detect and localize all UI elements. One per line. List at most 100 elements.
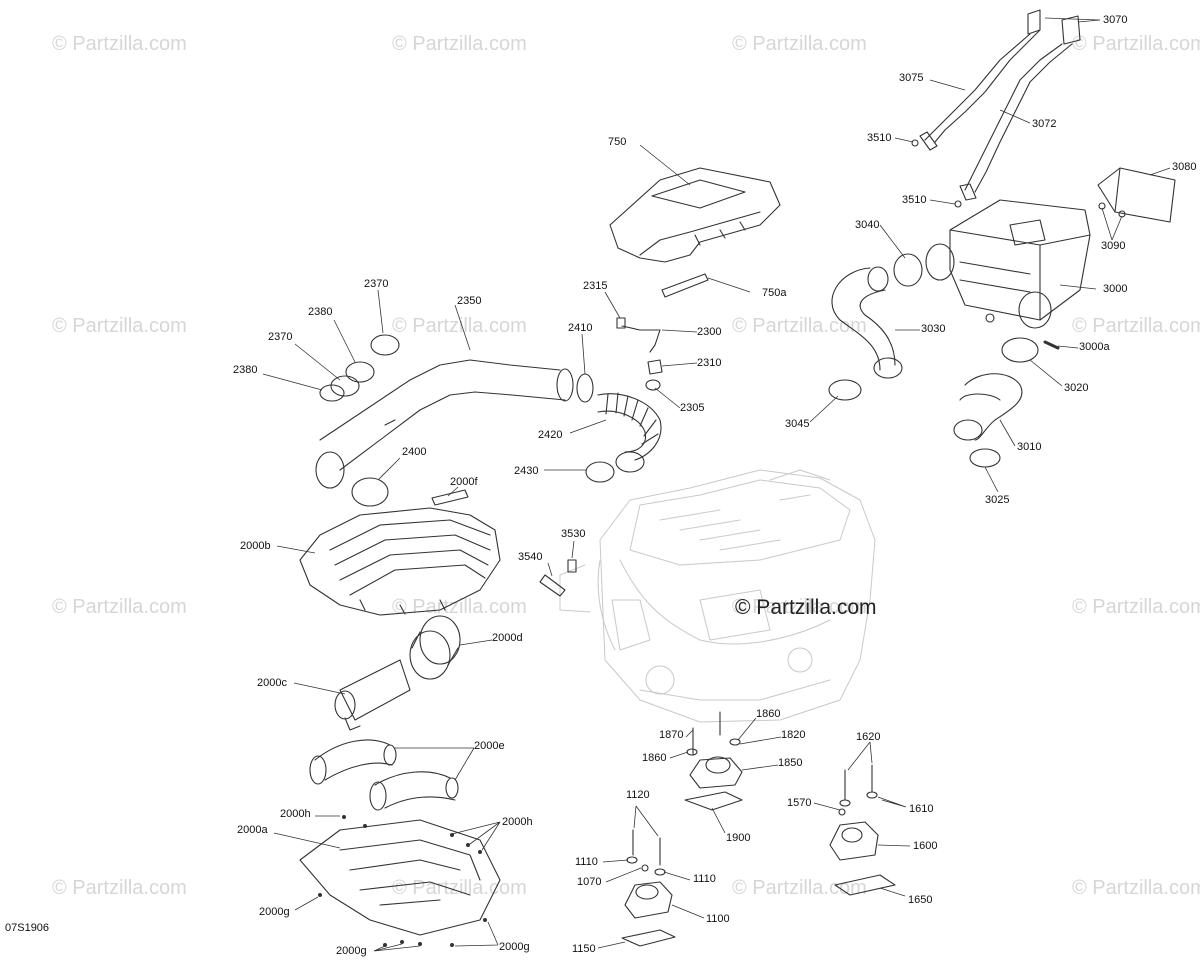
part-2380-ring-b: [319, 384, 345, 402]
part-label-2380[interactable]: 2380: [233, 364, 258, 376]
engine-block: [559, 469, 876, 723]
part-2000e-elbow-b: [369, 771, 459, 811]
part-label-1620[interactable]: 1620: [856, 731, 881, 743]
part-label-2000h[interactable]: 2000h: [502, 816, 533, 828]
part-label-1120[interactable]: 1120: [626, 789, 650, 801]
part-1600-mount: [829, 821, 879, 861]
part-label-2315[interactable]: 2315: [583, 280, 608, 292]
part-3020-clamp: [1001, 337, 1039, 363]
watermark-text: © Partzilla.com: [1072, 877, 1200, 899]
part-label-3030[interactable]: 3030: [921, 323, 946, 335]
part-label-1860[interactable]: 1860: [756, 708, 781, 720]
leader-lines: [262, 17, 1171, 952]
part-label-2410[interactable]: 2410: [568, 322, 593, 334]
part-label-3080[interactable]: 3080: [1172, 161, 1197, 173]
part-1100-mount: [624, 881, 673, 919]
part-3045-clamp: [828, 379, 862, 401]
part-label-2380[interactable]: 2380: [308, 306, 333, 318]
part-label-2000a[interactable]: 2000a: [237, 824, 268, 836]
part-label-2000g[interactable]: 2000g: [336, 945, 367, 957]
part-label-2000c[interactable]: 2000c: [257, 677, 287, 689]
part-label-2400[interactable]: 2400: [402, 446, 427, 458]
part-label-1070[interactable]: 1070: [577, 876, 602, 888]
part-2380-ring-a: [345, 361, 375, 383]
part-label-2000g[interactable]: 2000g: [259, 906, 290, 918]
part-label-2000e[interactable]: 2000e: [474, 740, 505, 752]
part-label-3010[interactable]: 3010: [1017, 441, 1042, 453]
part-3080-shield: [1097, 167, 1176, 223]
part-3000-intercooler: [925, 199, 1091, 329]
watermark-text: © Partzilla.com: [52, 596, 187, 618]
part-label-3530[interactable]: 3530: [561, 528, 586, 540]
part-label-2000h[interactable]: 2000h: [280, 808, 311, 820]
part-label-3075[interactable]: 3075: [899, 72, 924, 84]
part-1150-plate: [621, 929, 676, 947]
part-label-2310[interactable]: 2310: [697, 357, 722, 369]
part-label-2350[interactable]: 2350: [457, 295, 482, 307]
part-750a-strip: [661, 273, 709, 298]
part-3540-hose: [539, 574, 566, 597]
part-label-2420[interactable]: 2420: [538, 429, 563, 441]
part-label-2000d[interactable]: 2000d: [492, 632, 523, 644]
part-label-1900[interactable]: 1900: [726, 832, 751, 844]
watermark-text: © Partzilla.com: [732, 315, 867, 337]
part-2420-hose: [597, 392, 662, 461]
part-label-2370[interactable]: 2370: [364, 278, 389, 290]
part-label-750[interactable]: 750: [608, 136, 627, 148]
part-label-3000a[interactable]: 3000a: [1079, 341, 1110, 353]
part-label-1820[interactable]: 1820: [781, 729, 806, 741]
part-label-3540[interactable]: 3540: [518, 551, 543, 563]
part-label-3020[interactable]: 3020: [1064, 382, 1089, 394]
part-3025-clamp: [969, 448, 1001, 468]
part-2315-clip: [616, 317, 626, 329]
watermark-text: © Partzilla.com: [392, 33, 527, 55]
part-label-3072[interactable]: 3072: [1032, 118, 1057, 130]
part-label-3070[interactable]: 3070: [1103, 14, 1128, 26]
watermark-text: © Partzilla.com: [732, 33, 867, 55]
part-label-2000f[interactable]: 2000f: [450, 476, 478, 488]
part-label-2300[interactable]: 2300: [697, 326, 722, 338]
part-label-3090[interactable]: 3090: [1101, 240, 1126, 252]
part-label-1870[interactable]: 1870: [659, 729, 684, 741]
part-label-3000[interactable]: 3000: [1103, 283, 1128, 295]
watermark-text: © Partzilla.com: [52, 315, 187, 337]
part-label-1610[interactable]: 1610: [909, 803, 934, 815]
part-2305-grommet: [645, 379, 661, 391]
part-label-3510[interactable]: 3510: [902, 194, 927, 206]
part-label-1850[interactable]: 1850: [778, 757, 803, 769]
part-3530-clip: [567, 559, 577, 573]
part-label-2370[interactable]: 2370: [268, 331, 293, 343]
part-label-1150[interactable]: 1150: [572, 943, 596, 955]
part-label-2000b[interactable]: 2000b: [240, 540, 271, 552]
part-3030-hose: [831, 266, 903, 379]
part-label-1860[interactable]: 1860: [642, 752, 667, 764]
part-label-3040[interactable]: 3040: [855, 219, 880, 231]
part-label-1100[interactable]: 1100: [706, 913, 730, 925]
part-2300-tube: [621, 325, 661, 353]
part-label-2430[interactable]: 2430: [514, 465, 539, 477]
part-label-2305[interactable]: 2305: [680, 402, 705, 414]
part-label-1650[interactable]: 1650: [908, 894, 933, 906]
part-1900-plate: [684, 791, 743, 811]
part-2370-ring-a: [370, 334, 400, 356]
part-2000b-manifold: [299, 507, 501, 616]
part-label-1110[interactable]: 1110: [693, 873, 716, 885]
part-label-3025[interactable]: 3025: [985, 494, 1010, 506]
part-1120-bolts: [626, 829, 666, 876]
part-2000a-lower-housing: [299, 819, 501, 936]
part-label-3510[interactable]: 3510: [867, 132, 892, 144]
part-2000c-tube: [334, 659, 411, 731]
center-watermark: © Partzilla.com: [735, 596, 877, 619]
part-label-750a[interactable]: 750a: [762, 287, 787, 299]
part-label-1570[interactable]: 1570: [787, 797, 812, 809]
watermark-text: © Partzilla.com: [732, 877, 867, 899]
part-label-1600[interactable]: 1600: [913, 840, 938, 852]
part-1650-plate: [834, 874, 896, 896]
part-label-2000g[interactable]: 2000g: [499, 941, 530, 953]
part-label-3045[interactable]: 3045: [785, 418, 810, 430]
part-label-1110[interactable]: 1110: [575, 856, 598, 868]
part-1850-mount: [689, 756, 743, 789]
part-2400-cap: [351, 477, 389, 507]
part-2000f-badge: [431, 489, 469, 506]
watermark-text: © Partzilla.com: [1072, 33, 1200, 55]
